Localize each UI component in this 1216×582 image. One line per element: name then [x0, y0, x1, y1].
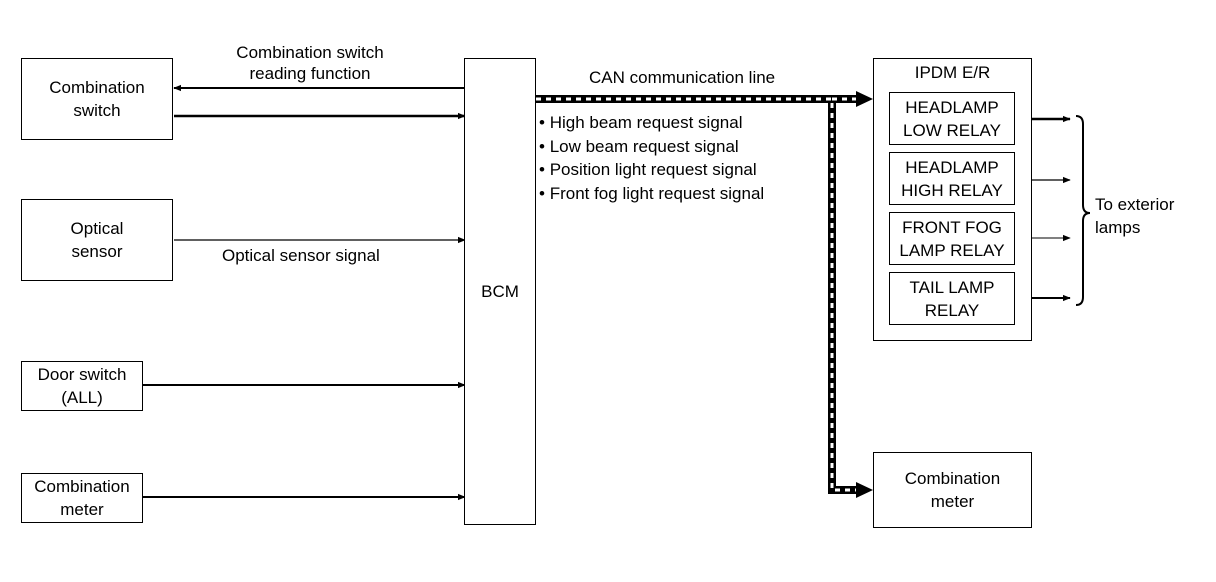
optical-signal-label: Optical sensor signal	[222, 246, 380, 265]
ipdm-title: IPDM E/R	[914, 63, 991, 82]
relay-headlamp-high: HEADLAMP HIGH RELAY	[889, 152, 1015, 205]
can-line-label: CAN communication line	[589, 68, 776, 87]
can-line	[536, 91, 873, 498]
combination-meter-left-box: Combination meter	[21, 473, 143, 523]
relay-label: TAIL LAMP RELAY	[909, 277, 995, 320]
relay-label: FRONT FOG LAMP RELAY	[899, 217, 1005, 260]
optical-sensor-label: Optical sensor	[70, 219, 124, 261]
relay-label: HEADLAMP LOW RELAY	[903, 97, 1001, 140]
optical-sensor-box: Optical sensor	[21, 199, 173, 281]
combination-switch-label: Combination switch	[49, 78, 145, 120]
can-signal-item: Position light request signal	[539, 158, 764, 182]
bcm-box: BCM	[464, 58, 536, 525]
door-switch-box: Door switch (ALL)	[21, 361, 143, 411]
exterior-lamps-brace	[1075, 115, 1091, 306]
can-signal-item: High beam request signal	[539, 111, 764, 135]
exterior-lamps-label: To exterior lamps	[1095, 195, 1175, 237]
switch-reading-label: Combination switch reading function	[236, 43, 384, 83]
can-signal-list: High beam request signal Low beam reques…	[539, 111, 765, 206]
relay-front-fog: FRONT FOG LAMP RELAY	[889, 212, 1015, 265]
combination-meter-left-label: Combination meter	[34, 477, 130, 519]
can-signal-item: Low beam request signal	[539, 135, 764, 159]
relay-label: HEADLAMP HIGH RELAY	[901, 157, 1003, 200]
combination-meter-right-label: Combination meter	[904, 469, 1001, 511]
door-switch-label: Door switch (ALL)	[37, 365, 127, 407]
relay-headlamp-low: HEADLAMP LOW RELAY	[889, 92, 1015, 145]
can-signal-item: Front fog light request signal	[539, 182, 765, 206]
relay-tail-lamp: TAIL LAMP RELAY	[889, 272, 1015, 325]
bcm-label: BCM	[481, 282, 519, 301]
combination-meter-right-box: Combination meter	[873, 452, 1032, 528]
combination-switch-box: Combination switch	[21, 58, 173, 140]
